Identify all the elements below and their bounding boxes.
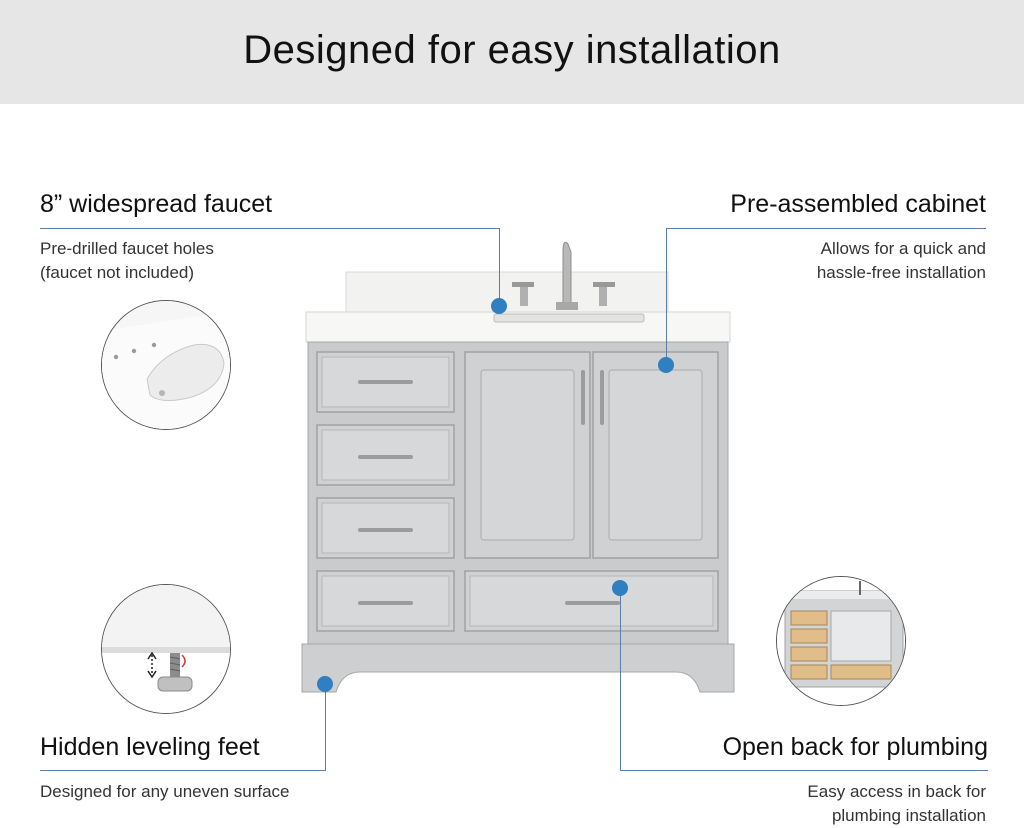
plumbing-title: Open back for plumbing [722, 733, 988, 761]
faucet-desc: Pre-drilled faucet holes (faucet not inc… [40, 237, 214, 285]
feet-marker-dot [317, 676, 333, 692]
plumbing-desc: Easy access in back for plumbing install… [807, 780, 986, 828]
faucet-desc-line2: (faucet not included) [40, 263, 195, 282]
feet-callout-rise [325, 684, 326, 771]
cabinet-desc-line1: Allows for a quick and [820, 239, 986, 258]
feet-callout-line [40, 770, 326, 771]
cabinet-desc-line2: hassle-free installation [816, 263, 986, 282]
plumbing-callout-line [620, 770, 988, 771]
feet-desc: Designed for any uneven surface [40, 780, 290, 804]
feet-desc-line1: Designed for any uneven surface [40, 782, 290, 801]
cabinet-marker-dot [658, 357, 674, 373]
faucet-marker-dot [491, 298, 507, 314]
faucet-title: 8” widespread faucet [40, 190, 273, 218]
faucet-callout-drop [499, 228, 500, 306]
cabinet-title: Pre-assembled cabinet [730, 190, 986, 218]
leveling-foot-icon [101, 584, 231, 714]
sink-closeup-icon [101, 300, 231, 430]
faucet-desc-line1: Pre-drilled faucet holes [40, 239, 214, 258]
cabinet-callout-line [666, 228, 986, 229]
cabinet-callout-drop [666, 228, 667, 364]
faucet-callout-line [40, 228, 500, 229]
plumbing-marker-dot [612, 580, 628, 596]
plumbing-desc-line1: Easy access in back for [807, 782, 986, 801]
plumbing-desc-line2: plumbing installation [831, 806, 986, 825]
header-banner: Designed for easy installation [0, 0, 1024, 104]
cabinet-back-icon [776, 576, 906, 706]
cabinet-desc: Allows for a quick and hassle-free insta… [817, 237, 986, 285]
feet-title: Hidden leveling feet [40, 733, 260, 761]
plumbing-callout-rise [620, 588, 621, 771]
page-title: Designed for easy installation [243, 28, 781, 72]
